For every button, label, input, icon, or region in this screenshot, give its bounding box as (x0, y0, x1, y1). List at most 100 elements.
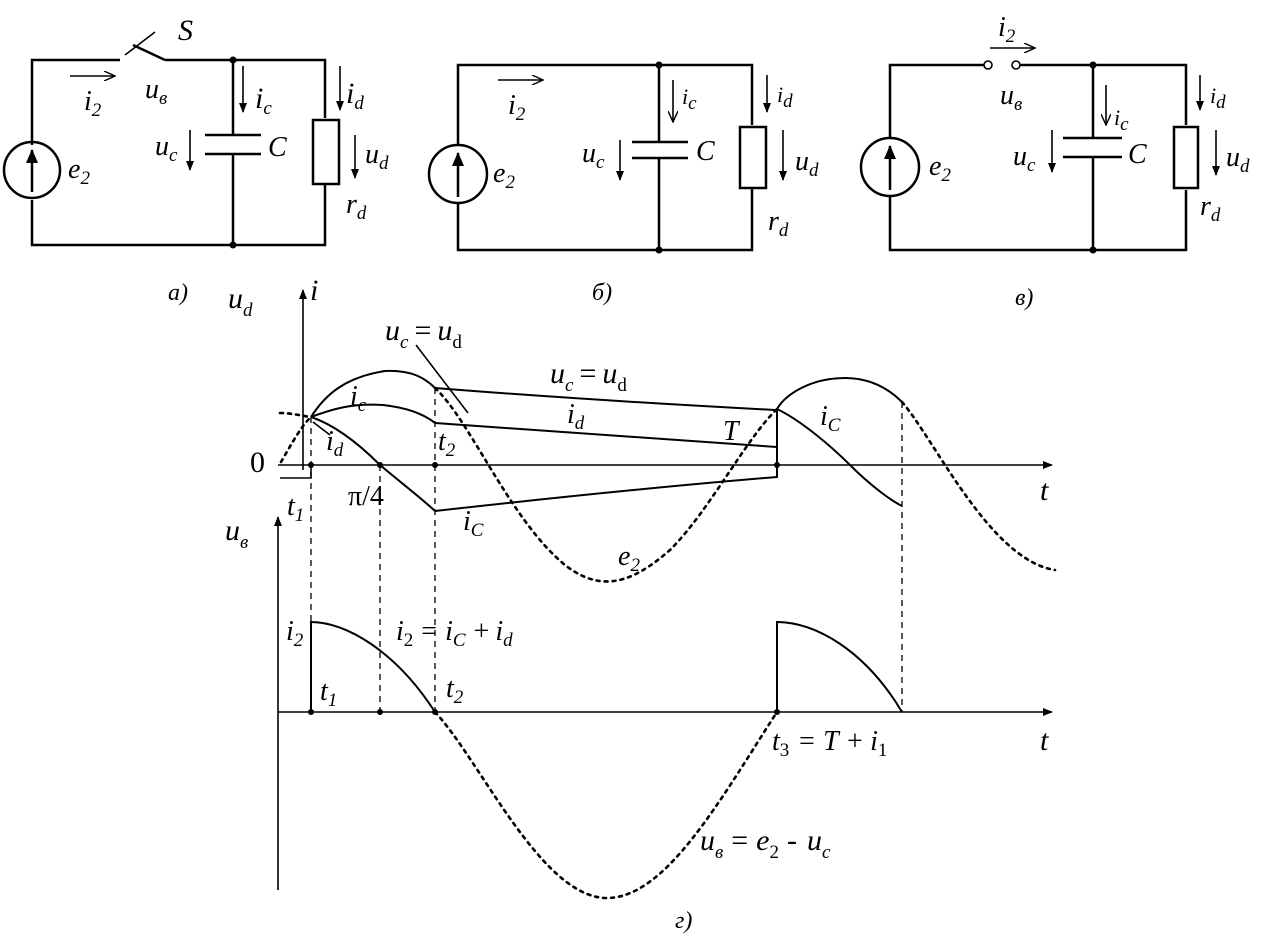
leader-id (312, 421, 331, 436)
point-pi4-bottom (377, 709, 383, 715)
label-i2: i2 (998, 12, 1016, 47)
circuit-b-wires (456, 63, 754, 252)
label-ic: ic (255, 82, 272, 119)
junction-dot (229, 56, 237, 64)
ic-recovery-curve (434, 409, 778, 512)
graph-top: ud i 0 t uc=ud uc=ud ic id id iC iC t2 T… (228, 274, 1057, 712)
junction-dot (655, 61, 663, 69)
ic-right-curve (776, 408, 903, 507)
label-uc: uc (155, 131, 178, 166)
label-rd: rd (768, 206, 789, 241)
label-ud: ud (1226, 142, 1250, 177)
y-label-i: i (310, 274, 318, 307)
label-e2: e2 (618, 541, 640, 576)
label-uv: uв (145, 74, 167, 109)
label-ic: ic (682, 84, 697, 114)
label-i2: i2 (508, 90, 526, 125)
caption-a: а) (168, 280, 188, 306)
eq-t3: t3= T +i1 (772, 726, 887, 761)
label-i2: i2 (84, 86, 102, 121)
eq-uc-ud-top: uc=ud (385, 314, 462, 353)
label-ud: ud (365, 139, 389, 174)
label-ic-lower: iC (463, 506, 484, 541)
switch-label: S (178, 14, 193, 47)
point-T (774, 462, 780, 468)
source-e2 (859, 136, 921, 198)
label-C: C (268, 132, 287, 163)
switch-s (132, 43, 166, 62)
switch-open-contact (1011, 60, 1021, 70)
point-t1-bottom (308, 709, 314, 715)
label-ic-upper: ic (350, 381, 367, 416)
label-pi4: π/4 (348, 481, 384, 512)
point-t3-bottom (774, 709, 780, 715)
label-rd: rd (1200, 191, 1221, 226)
label-T: T (723, 416, 741, 447)
label-id: id (777, 82, 793, 112)
label-i2: i2 (286, 616, 304, 651)
circuit-c: i2 uв ic id uc C ud e2 rd в) (859, 12, 1250, 311)
i2-pulse-1 (310, 620, 436, 713)
junction-dot (655, 246, 663, 254)
junction-dot (1089, 61, 1097, 69)
uc-curve-peak (310, 369, 436, 418)
caption-b: б) (592, 280, 612, 306)
eq-i2-sum: i2=iC+id (396, 616, 513, 651)
resistor-rd (311, 118, 341, 186)
eq-uv: uв=e2-uc (700, 824, 831, 863)
i2-pulse-2 (776, 620, 903, 713)
caption-c: в) (1015, 285, 1033, 311)
baseline-step (280, 465, 312, 479)
leader-uc-ud (415, 344, 469, 414)
label-t2-top: t2 (438, 426, 456, 461)
circuit-c-wires (888, 63, 1188, 252)
ic-upper-curve (310, 403, 436, 424)
resistor-rd (1172, 125, 1200, 190)
eq-uc-ud-mid: uc=ud (550, 357, 627, 396)
label-id: id (1210, 83, 1226, 113)
uv-dotted-curve (433, 710, 779, 900)
label-C: C (1128, 139, 1147, 170)
graph-bottom: uв i2 t1 t2 i2=iC+id t3= T +i1 t uв=e2-u… (225, 514, 1053, 934)
label-t1-bottom: t1 (320, 676, 337, 711)
junction-dot (229, 241, 237, 249)
source-e2 (2, 140, 62, 200)
circuit-a-wires (30, 58, 327, 247)
id-curve (434, 422, 778, 448)
source-e2 (427, 143, 489, 205)
label-C: C (696, 136, 715, 167)
switch-s-stroke (124, 31, 156, 56)
switch-open-contact (983, 60, 993, 70)
label-t1-top: t1 (287, 491, 304, 526)
label-uc: uc (582, 138, 605, 173)
junction-dot (1089, 246, 1097, 254)
point-t1 (308, 462, 314, 468)
uc-curve-discharge (434, 387, 776, 411)
zero-label: 0 (250, 446, 265, 479)
label-uc: uc (1013, 141, 1036, 176)
label-rd: rd (346, 189, 367, 224)
e2-dotted-sine (278, 386, 1057, 583)
label-e2: e2 (929, 151, 951, 186)
t-axis-label-bottom: t (1040, 724, 1049, 757)
point-t2-bottom (432, 709, 438, 715)
label-e2: e2 (493, 158, 515, 193)
label-t2-bottom: t2 (446, 673, 464, 708)
label-uv: uв (1000, 80, 1022, 115)
circuit-a: S i2 uв ic id uc C ud e2 rd а) (2, 14, 389, 306)
label-ic: ic (1114, 105, 1129, 135)
circuit-b: i2 ic id uc C ud e2 rd б) (427, 61, 819, 306)
label-id: id (346, 77, 364, 114)
ic-dotted-start (279, 415, 313, 464)
resistor-rd (738, 125, 768, 190)
label-id-left: id (326, 426, 344, 461)
uc-curve-next (776, 376, 903, 410)
label-e2: e2 (68, 154, 90, 189)
y-label-ud: ud (228, 282, 253, 321)
label-id-mid: id (567, 399, 585, 434)
label-ud: ud (795, 146, 819, 181)
point-pi4 (377, 462, 383, 468)
caption-d: г) (675, 908, 692, 934)
point-t2 (432, 462, 438, 468)
